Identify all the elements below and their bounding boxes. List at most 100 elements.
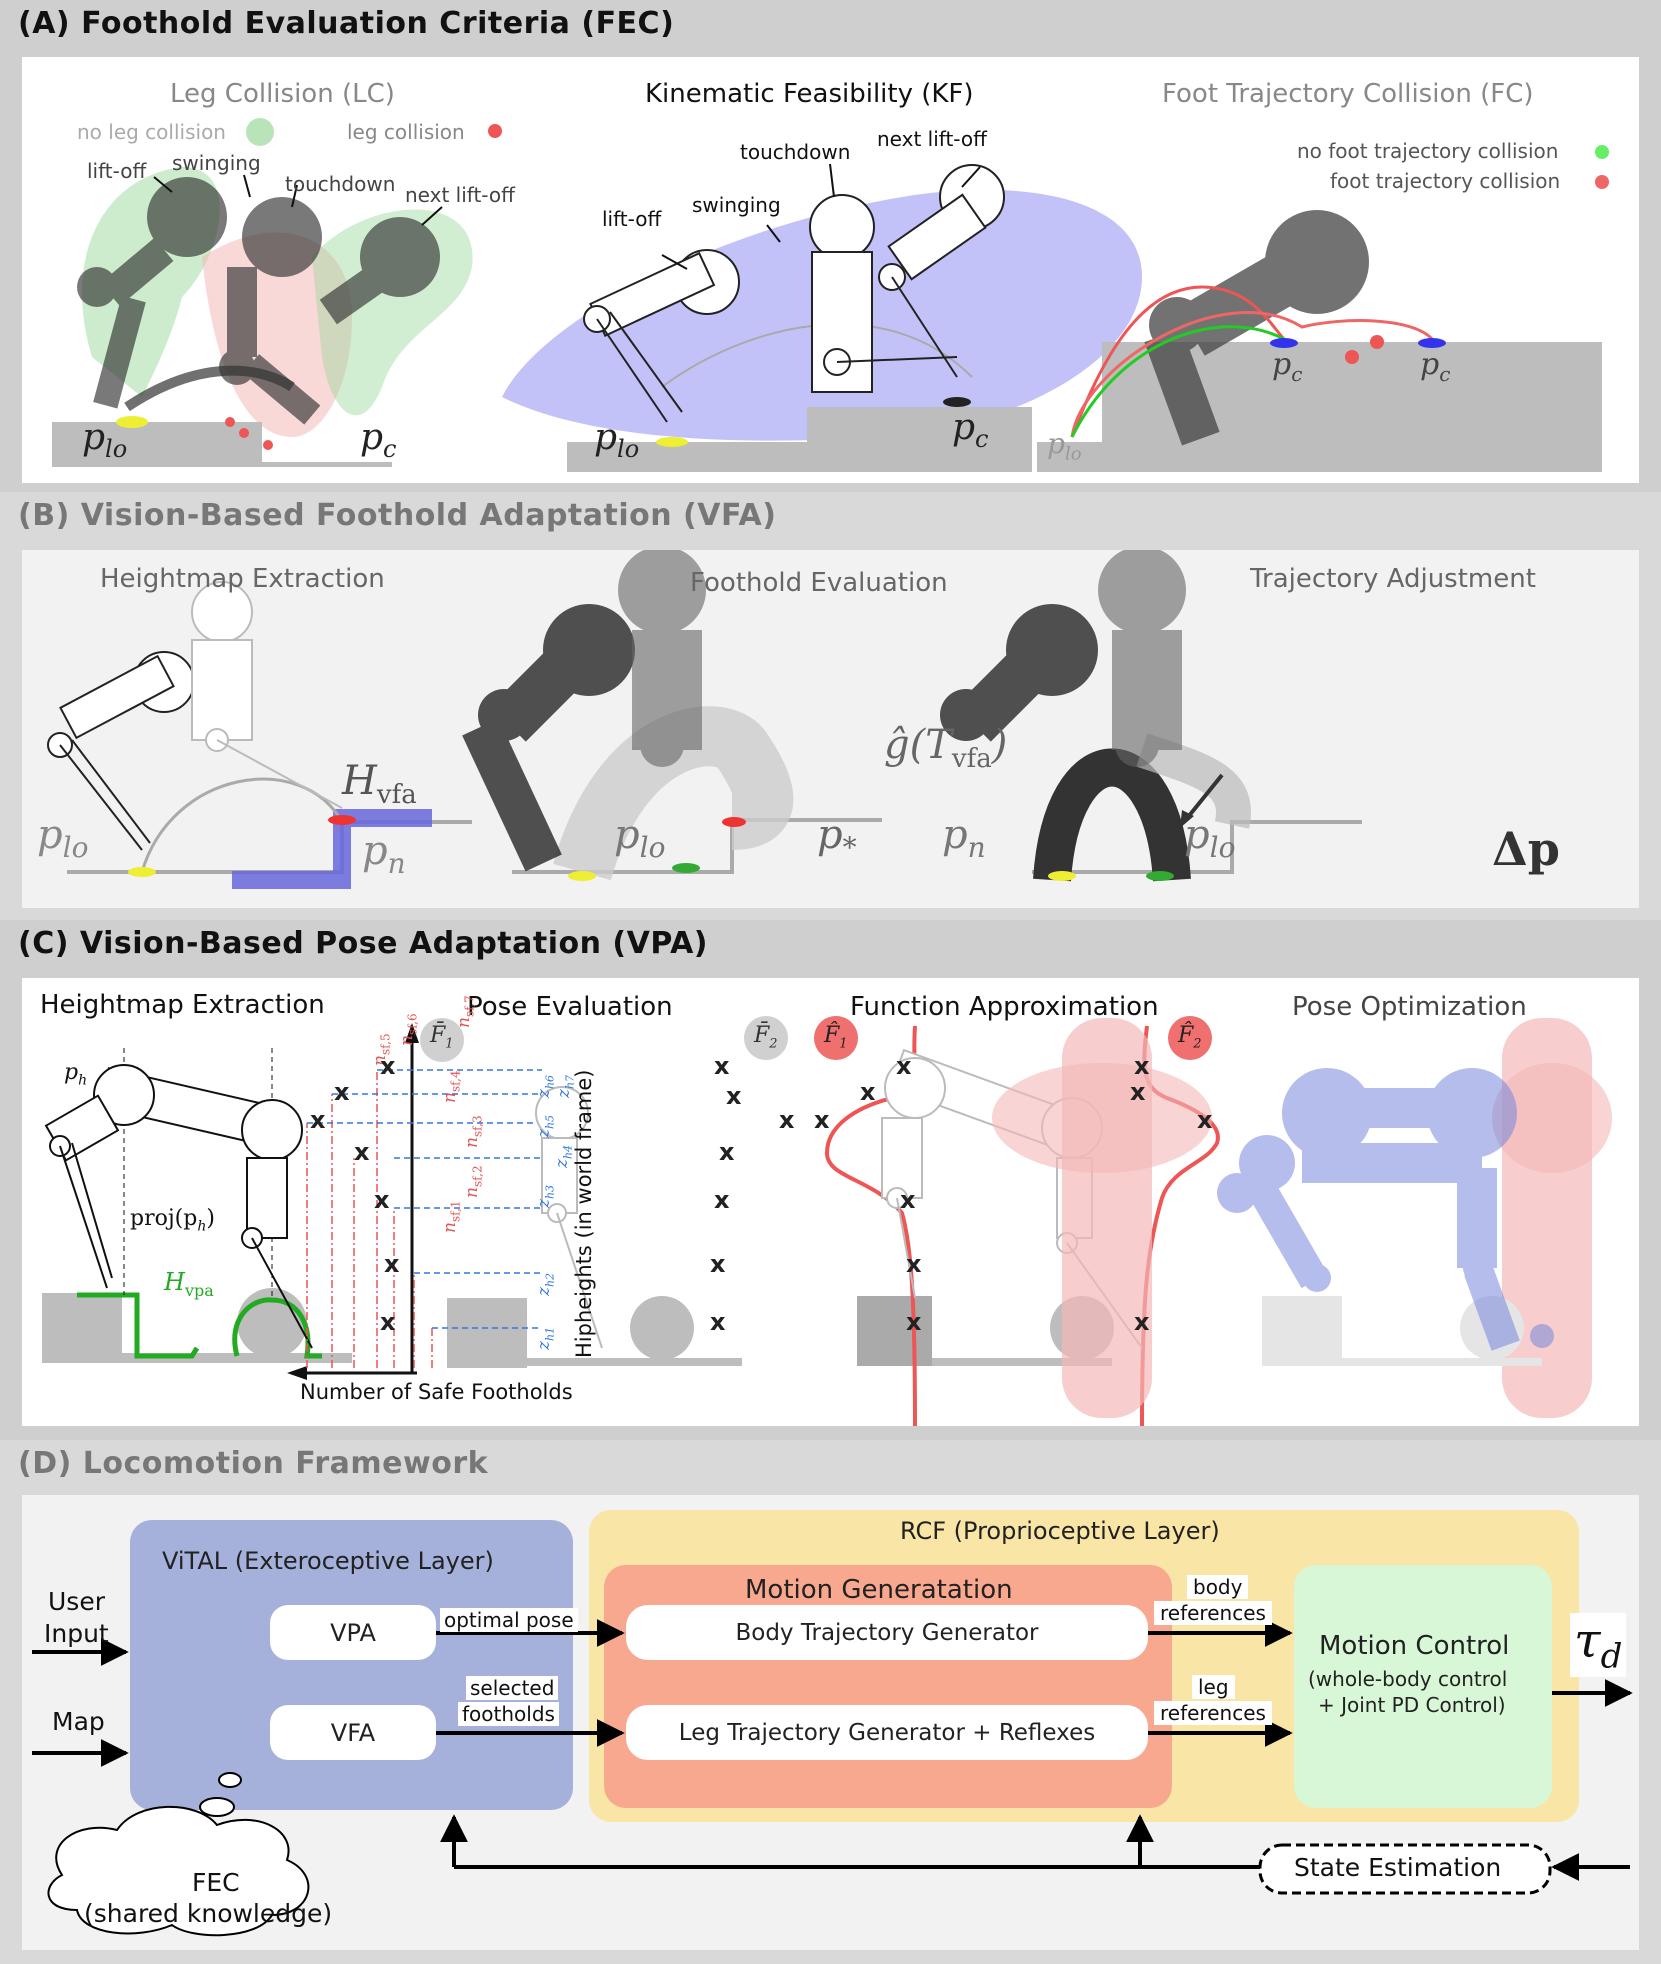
vfa-fe-g: ĝ(Tvfa) [884, 722, 1008, 774]
vpa-fa-F2hat: F̂2 [1178, 1023, 1202, 1052]
vpa-fa-title: Function Approximation [850, 992, 1159, 1022]
section-b-drawing [47, 550, 1362, 889]
x-marker: x [1134, 1308, 1150, 1336]
x-marker: x [334, 1078, 350, 1106]
z-label: zh2 [534, 1272, 557, 1296]
lc-legend-yes: leg collision [347, 120, 465, 144]
section-a-drawing [52, 118, 1609, 472]
kf-swinging: swinging [692, 193, 781, 217]
section-d-panel: RCF (Proprioceptive Layer) Motion Genera… [22, 1495, 1639, 1950]
x-marker: x [719, 1138, 735, 1166]
fc-legend-yes: foot trajectory collision [1330, 169, 1561, 193]
x-marker: x [1134, 1052, 1150, 1080]
lc-legend-no: no leg collision [77, 120, 226, 144]
x-marker: x [714, 1186, 730, 1214]
vpa-pe-title: Pose Evaluation [467, 992, 673, 1022]
vpa-fa-F2bar: F̄2 [754, 1023, 778, 1052]
vfa-fe-title: Foothold Evaluation [690, 568, 948, 598]
fc-plo: plo [1047, 427, 1082, 465]
vfa-foothold-eval-illustration [462, 550, 882, 881]
lc-illustration [52, 118, 502, 467]
vpa-pe-xaxis: Number of Safe Footholds [300, 1380, 573, 1404]
vfa-fe-pstar: p* [817, 812, 857, 864]
section-d-arrows [32, 1619, 1633, 1937]
vpa-fa-F1hat: F̂1 [824, 1023, 848, 1052]
x-marker: x [310, 1106, 326, 1134]
x-marker: x [814, 1106, 830, 1134]
x-marker: x [380, 1052, 396, 1080]
lc-pc: pc [360, 417, 397, 464]
z-label: zh7 [554, 1074, 577, 1098]
fc-legend-no: no foot trajectory collision [1297, 139, 1559, 163]
body-traj-block: Body Trajectory Generator [626, 1605, 1148, 1660]
vpa-hm-H: Hvpa [164, 1268, 214, 1300]
fec-cloud-label-2: (shared knowledge) [84, 1899, 333, 1928]
fc-pc1: pc [1272, 347, 1303, 386]
x-marker: x [906, 1250, 922, 1278]
section-b: (B) Vision-Based Foothold Adaptation (VF… [0, 492, 1661, 920]
vpa-po-title: Pose Optimization [1292, 992, 1527, 1022]
lc-title: Leg Collision (LC) [170, 79, 395, 109]
vfa-ta-plo: plo [1184, 812, 1236, 864]
leg-ref-label-2: references [1154, 1701, 1272, 1725]
tau-label: τd [1570, 1613, 1627, 1677]
section-c-drawing [42, 1016, 1612, 1426]
kf-liftoff: lift-off [602, 207, 662, 231]
section-a-title: (A) Foothold Evaluation Criteria (FEC) [18, 6, 675, 41]
fc-title: Foot Trajectory Collision (FC) [1162, 79, 1534, 109]
motion-control-title: Motion Control [1319, 1631, 1510, 1661]
lc-next-liftoff: next lift-off [405, 183, 515, 207]
lc-swinging: swinging [172, 151, 261, 175]
motion-control [1294, 1565, 1552, 1808]
x-marker: x [1130, 1078, 1146, 1106]
vfa-hm-H: Hvfa [342, 758, 417, 810]
selected-label-1: selected [466, 1676, 559, 1700]
nsf-label: nsf,6 [397, 1013, 420, 1046]
body-ref-label-2: references [1154, 1601, 1272, 1625]
vfa-hm-pn: pn [362, 828, 406, 880]
x-marker: x [710, 1308, 726, 1336]
kf-title: Kinematic Feasibility (KF) [645, 79, 974, 109]
vfa-fe-pn: pn [942, 812, 986, 864]
fc-pc2: pc [1420, 347, 1451, 386]
vpa-hm-ph: ph [64, 1060, 88, 1089]
section-d-title: (D) Locomotion Framework [18, 1446, 489, 1481]
optimal-pose-label: optimal pose [440, 1608, 578, 1632]
vpa-pe-F1: F̄1 [430, 1023, 454, 1052]
section-b-title: (B) Vision-Based Foothold Adaptation (VF… [18, 498, 777, 533]
section-b-panel: Heightmap Extraction Hvfa plo pn Foothol… [22, 550, 1639, 908]
x-marker: x [726, 1082, 742, 1110]
user-input-label-1: User [48, 1587, 105, 1616]
x-marker: x [1197, 1106, 1213, 1134]
vfa-ta-dp: Δp [1492, 822, 1560, 876]
x-marker: x [374, 1186, 390, 1214]
leg-ref-label-1: leg [1192, 1675, 1235, 1699]
body-ref-label-1: body [1187, 1575, 1249, 1599]
vpa-pose-opt-illustration [992, 1018, 1612, 1418]
vfa-heightmap-illustration [47, 581, 472, 889]
vpa-pe-yaxis: Hipheights (in world frame) [572, 1069, 596, 1358]
nsf-label: nsf,2 [462, 1165, 485, 1198]
map-label: Map [52, 1707, 105, 1736]
section-a: (A) Foothold Evaluation Criteria (FEC) [0, 0, 1661, 492]
section-a-panel: Leg Collision (LC) no leg collision leg … [22, 57, 1639, 483]
vfa-hm-title: Heightmap Extraction [100, 564, 385, 594]
vfa-ta-title: Trajectory Adjustment [1250, 564, 1536, 594]
selected-label-2: footholds [458, 1702, 559, 1726]
vital-layer [130, 1520, 573, 1810]
x-marker: x [710, 1250, 726, 1278]
nsf-label: nsf,1 [440, 1200, 463, 1233]
vpa-hm-title: Heightmap Extraction [40, 990, 325, 1020]
vpa-pose-eval-illustration [287, 1018, 742, 1380]
state-estimation: State Estimation [1294, 1853, 1502, 1882]
x-marker: x [384, 1250, 400, 1278]
user-input-label-2: Input [44, 1619, 109, 1648]
vfa-hm-plo: plo [37, 812, 89, 864]
vital-title: ViTAL (Exteroceptive Layer) [162, 1547, 494, 1575]
fec-cloud-label-1: FEC [192, 1868, 240, 1897]
lc-plo: plo [82, 417, 128, 464]
motion-control-sub1: (whole-body control [1308, 1667, 1508, 1691]
vpa-block: VPA [270, 1605, 436, 1660]
rcf-title: RCF (Proprioceptive Layer) [900, 1517, 1220, 1545]
x-marker: x [779, 1106, 795, 1134]
